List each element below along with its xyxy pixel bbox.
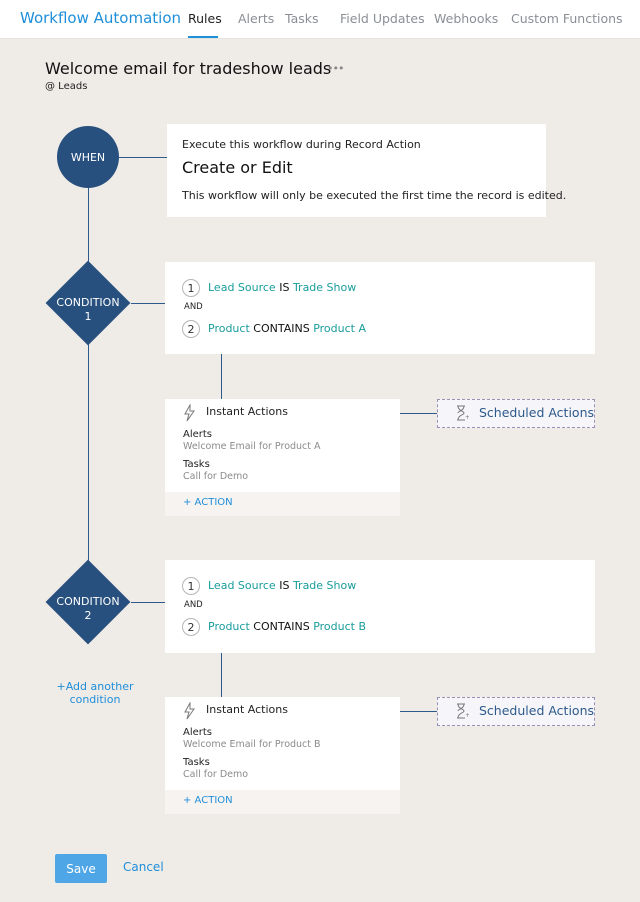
criteria-operator: CONTAINS (253, 322, 310, 335)
criteria-number: 2 (182, 320, 200, 338)
lightning-icon (181, 701, 199, 724)
criteria-field: Lead Source (208, 281, 276, 294)
trigger-note: This workflow will only be executed the … (182, 189, 567, 202)
instant-actions-title: Instant Actions (206, 703, 288, 716)
add-condition-link[interactable]: +Add another condition (56, 680, 134, 706)
alerts-value[interactable]: Welcome Email for Product A (183, 441, 321, 452)
criteria-card-2[interactable] (165, 560, 595, 653)
criteria-field: Product (208, 620, 250, 633)
flow-connector (400, 413, 437, 414)
scheduled-actions-label: Scheduled Actions (479, 405, 595, 420)
tab-alerts[interactable]: Alerts (238, 11, 275, 26)
criteria-card-1[interactable] (165, 262, 595, 354)
criteria-number: 2 (182, 618, 200, 636)
top-nav-bar: Workflow Automation Rules Alerts Tasks F… (0, 0, 640, 39)
and-operator: AND (184, 302, 203, 312)
add-action-button[interactable]: + ACTION (183, 497, 233, 508)
add-action-button[interactable]: + ACTION (183, 795, 233, 806)
lightning-icon (181, 403, 199, 426)
flow-connector (88, 342, 89, 564)
criteria-operator: IS (279, 579, 290, 592)
when-node: WHEN (57, 126, 119, 188)
trigger-value: Create or Edit (182, 158, 293, 177)
criteria-field: Product (208, 322, 250, 335)
alerts-label: Alerts (183, 727, 213, 738)
action-bar (165, 790, 400, 814)
tab-tasks[interactable]: Tasks (285, 11, 319, 26)
criteria-value: Trade Show (292, 579, 357, 592)
alerts-label: Alerts (183, 429, 213, 440)
flow-connector (88, 188, 89, 266)
flow-connector (131, 303, 165, 304)
flow-connector (221, 653, 222, 697)
tab-rules[interactable]: Rules (188, 11, 222, 26)
flow-connector (119, 157, 167, 158)
criteria-row: Product CONTAINS Product A (208, 322, 366, 335)
svg-text:+: + (465, 712, 469, 719)
criteria-row: Lead Source IS Trade Show (208, 281, 356, 294)
tasks-value[interactable]: Call for Demo (183, 471, 249, 482)
cancel-button[interactable]: Cancel (123, 860, 164, 874)
tab-webhooks[interactable]: Webhooks (434, 11, 499, 26)
tab-field-updates[interactable]: Field Updates (340, 11, 425, 26)
condition-1-label: CONDITION 1 (56, 296, 120, 323)
scheduled-actions-label: Scheduled Actions (479, 703, 595, 718)
active-tab-indicator (188, 36, 218, 38)
criteria-operator: IS (279, 281, 290, 294)
when-prefix-text: Execute this workflow during Record Acti… (182, 138, 421, 151)
scheduled-actions-button-2[interactable] (437, 697, 595, 726)
criteria-value: Product B (313, 620, 366, 633)
flow-connector (131, 602, 165, 603)
criteria-value: Trade Show (292, 281, 357, 294)
tasks-value[interactable]: Call for Demo (183, 769, 249, 780)
flow-connector (221, 354, 222, 399)
criteria-value: Product A (313, 322, 366, 335)
tab-custom-functions[interactable]: Custom Functions (511, 11, 623, 26)
criteria-number: 1 (182, 577, 200, 595)
criteria-operator: CONTAINS (253, 620, 310, 633)
criteria-row: Lead Source IS Trade Show (208, 579, 356, 592)
more-options-icon[interactable]: ••• (327, 62, 344, 75)
and-operator: AND (184, 600, 203, 610)
instant-actions-title: Instant Actions (206, 405, 288, 418)
hourglass-icon: + (455, 405, 470, 424)
save-button[interactable]: Save (55, 854, 107, 883)
rule-title: Welcome email for tradeshow leads (45, 59, 332, 78)
criteria-row: Product CONTAINS Product B (208, 620, 366, 633)
svg-text:+: + (465, 414, 469, 421)
action-bar (165, 492, 400, 516)
hourglass-icon: + (455, 703, 470, 722)
scheduled-actions-button-1[interactable] (437, 399, 595, 428)
when-card[interactable] (167, 124, 546, 217)
trigger-type-text: Record Action (344, 138, 421, 151)
tasks-label: Tasks (183, 459, 210, 470)
criteria-number: 1 (182, 279, 200, 297)
criteria-field: Lead Source (208, 579, 276, 592)
flow-connector (400, 711, 437, 712)
alerts-value[interactable]: Welcome Email for Product B (183, 739, 321, 750)
tasks-label: Tasks (183, 757, 210, 768)
condition-2-label: CONDITION 2 (56, 595, 120, 622)
module-label: @ Leads (45, 81, 88, 92)
app-title: Workflow Automation (20, 9, 182, 27)
